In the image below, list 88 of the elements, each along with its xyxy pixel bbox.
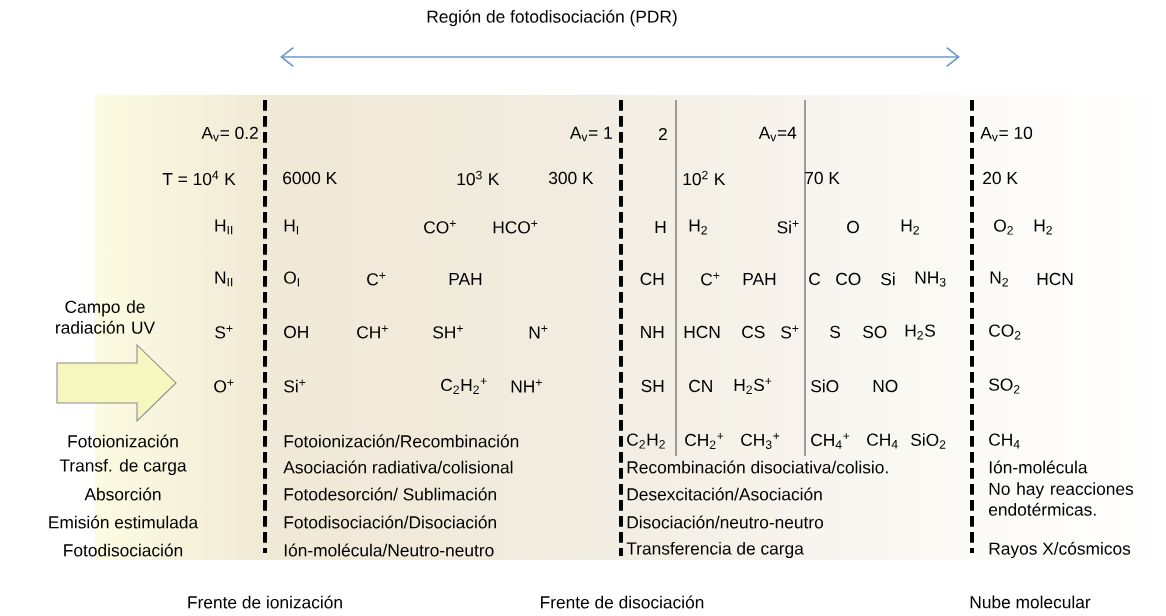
species-label: PAH	[743, 273, 776, 285]
species-label: HCO$^{+}$	[493, 220, 538, 234]
species-label: H$_{II}$	[215, 219, 233, 235]
process-label: Asociación radiativa/colisional	[283, 460, 513, 474]
process-label: Ión-molécula	[989, 460, 1088, 474]
species-label: O$^{+}$	[214, 379, 234, 393]
species-label: CO	[836, 272, 861, 286]
process-label: Recombinación disociativa/colisio.	[627, 460, 888, 474]
temperature-label: 10$^{2}$ K	[683, 170, 726, 186]
species-label: HCN	[1037, 272, 1073, 286]
species-label: NO	[873, 379, 898, 393]
extinction-label: A$_{v}$= 1	[569, 126, 612, 142]
species-label: O$_{2}$	[994, 219, 1013, 235]
process-label: Rayos X/cósmicos	[989, 541, 1131, 559]
extinction-label: A$_{v}$= 0.2	[201, 126, 258, 142]
process-label: Fotoionización	[68, 434, 178, 448]
species-label: Si	[881, 272, 895, 286]
species-label: SH	[641, 379, 664, 393]
region-label: Región de fotodisociación (PDR)	[427, 9, 677, 27]
species-label: N$^{+}$	[529, 325, 548, 339]
species-label: Si$^{+}$	[284, 379, 306, 393]
process-label: Transf. de carga	[59, 458, 187, 476]
process-label: Ión-molécula/Neutro-neutro	[284, 543, 494, 557]
temperature-label: 6000 K	[283, 171, 337, 185]
species-label: N$_{II}$	[215, 271, 233, 287]
species-label: N$_{2}$	[990, 271, 1008, 287]
species-label: CH$_{4}$+	[811, 433, 850, 449]
species-label: C$^{+}$	[367, 272, 386, 286]
extinction-label: 2	[659, 127, 667, 141]
process-label: No hay reacciones endotérmicas.	[989, 482, 1134, 516]
process-label: Fotoionización/Recombinación	[284, 434, 519, 448]
species-label: H	[655, 221, 666, 233]
species-label: H$_{2}$S	[905, 324, 935, 340]
species-label: CS	[742, 325, 765, 339]
species-label: H$_{2}$	[1034, 219, 1052, 235]
species-label: H$_{2}$	[689, 219, 707, 235]
species-label: Si$^{+}$	[777, 220, 799, 234]
process-label: Desexcitación/Asociación	[627, 487, 822, 501]
process-label: Transferencia de carga	[626, 541, 804, 559]
species-label: SiO	[811, 379, 839, 393]
process-label: Fotodesorción/ Sublimación	[284, 487, 496, 501]
process-label: Emisión estimulada	[49, 515, 199, 529]
species-label: S$^{+}$	[215, 325, 233, 339]
temperature-label: 300 K	[548, 171, 594, 185]
species-label: C	[809, 272, 821, 286]
process-label: Disociación/neutro-neutro	[627, 515, 823, 529]
temperature-label: 70 K	[805, 171, 840, 185]
species-label: CH$_{4}$	[867, 433, 898, 449]
species-label: O	[847, 220, 859, 234]
species-label: SO$_{2}$	[989, 378, 1020, 394]
species-label: OH	[284, 325, 308, 339]
species-label: PAH	[449, 273, 482, 285]
species-label: SiO$_{2}$	[911, 433, 946, 449]
temperature-label: T = 10$^{4}$ K	[162, 170, 236, 186]
zone-label: Nube molecular	[970, 595, 1091, 609]
species-label: H$_{2}$	[901, 219, 919, 235]
species-label: SH$^{+}$	[433, 325, 463, 339]
species-label: S	[830, 325, 841, 339]
species-label: CH$_{2}$+	[685, 433, 724, 449]
extinction-label: A$_{v}$=4	[758, 126, 797, 142]
species-label: C$_{2}$H$_{2}$+	[441, 378, 487, 394]
process-label: Absorción	[84, 487, 161, 501]
species-label: NH$^{+}$	[511, 379, 542, 393]
species-label: NH	[641, 326, 664, 338]
species-label: C$_{2}$H$_{2}$	[627, 433, 665, 449]
extinction-label: A$_{v}$= 10	[980, 126, 1033, 142]
species-label: CH$^{+}$	[357, 325, 388, 339]
species-label: H$_{I}$	[284, 219, 299, 235]
species-label: CH$_{4}$	[989, 433, 1020, 449]
species-label: CO$_{2}$	[989, 324, 1021, 340]
species-label: C$^{+}$	[701, 272, 720, 286]
species-label: O$_{I}$	[284, 271, 299, 287]
species-label: HCN	[684, 325, 720, 339]
species-label: CO$^{+}$	[424, 220, 456, 234]
temperature-label: 10$^{3}$ K	[457, 170, 500, 186]
zone-label: Frente de disociación	[541, 595, 704, 609]
species-label: CH	[640, 272, 664, 286]
temperature-label: 20 K	[983, 171, 1018, 185]
species-label: H$_{2}$S$^{+}$	[734, 378, 772, 394]
species-label: S$^{+}$	[781, 325, 799, 339]
process-label: Fotodisociación	[64, 543, 183, 557]
species-label: CH$_{3}$+	[741, 433, 780, 449]
species-label: CN	[689, 379, 712, 393]
species-label: SO	[863, 325, 887, 339]
process-label: Fotodisociación/Disociación	[284, 515, 496, 529]
species-label: NH$_{3}$	[915, 271, 946, 287]
radiation-label: Campo de radiación UV	[56, 300, 155, 334]
zone-label: Frente de ionización	[188, 595, 342, 609]
